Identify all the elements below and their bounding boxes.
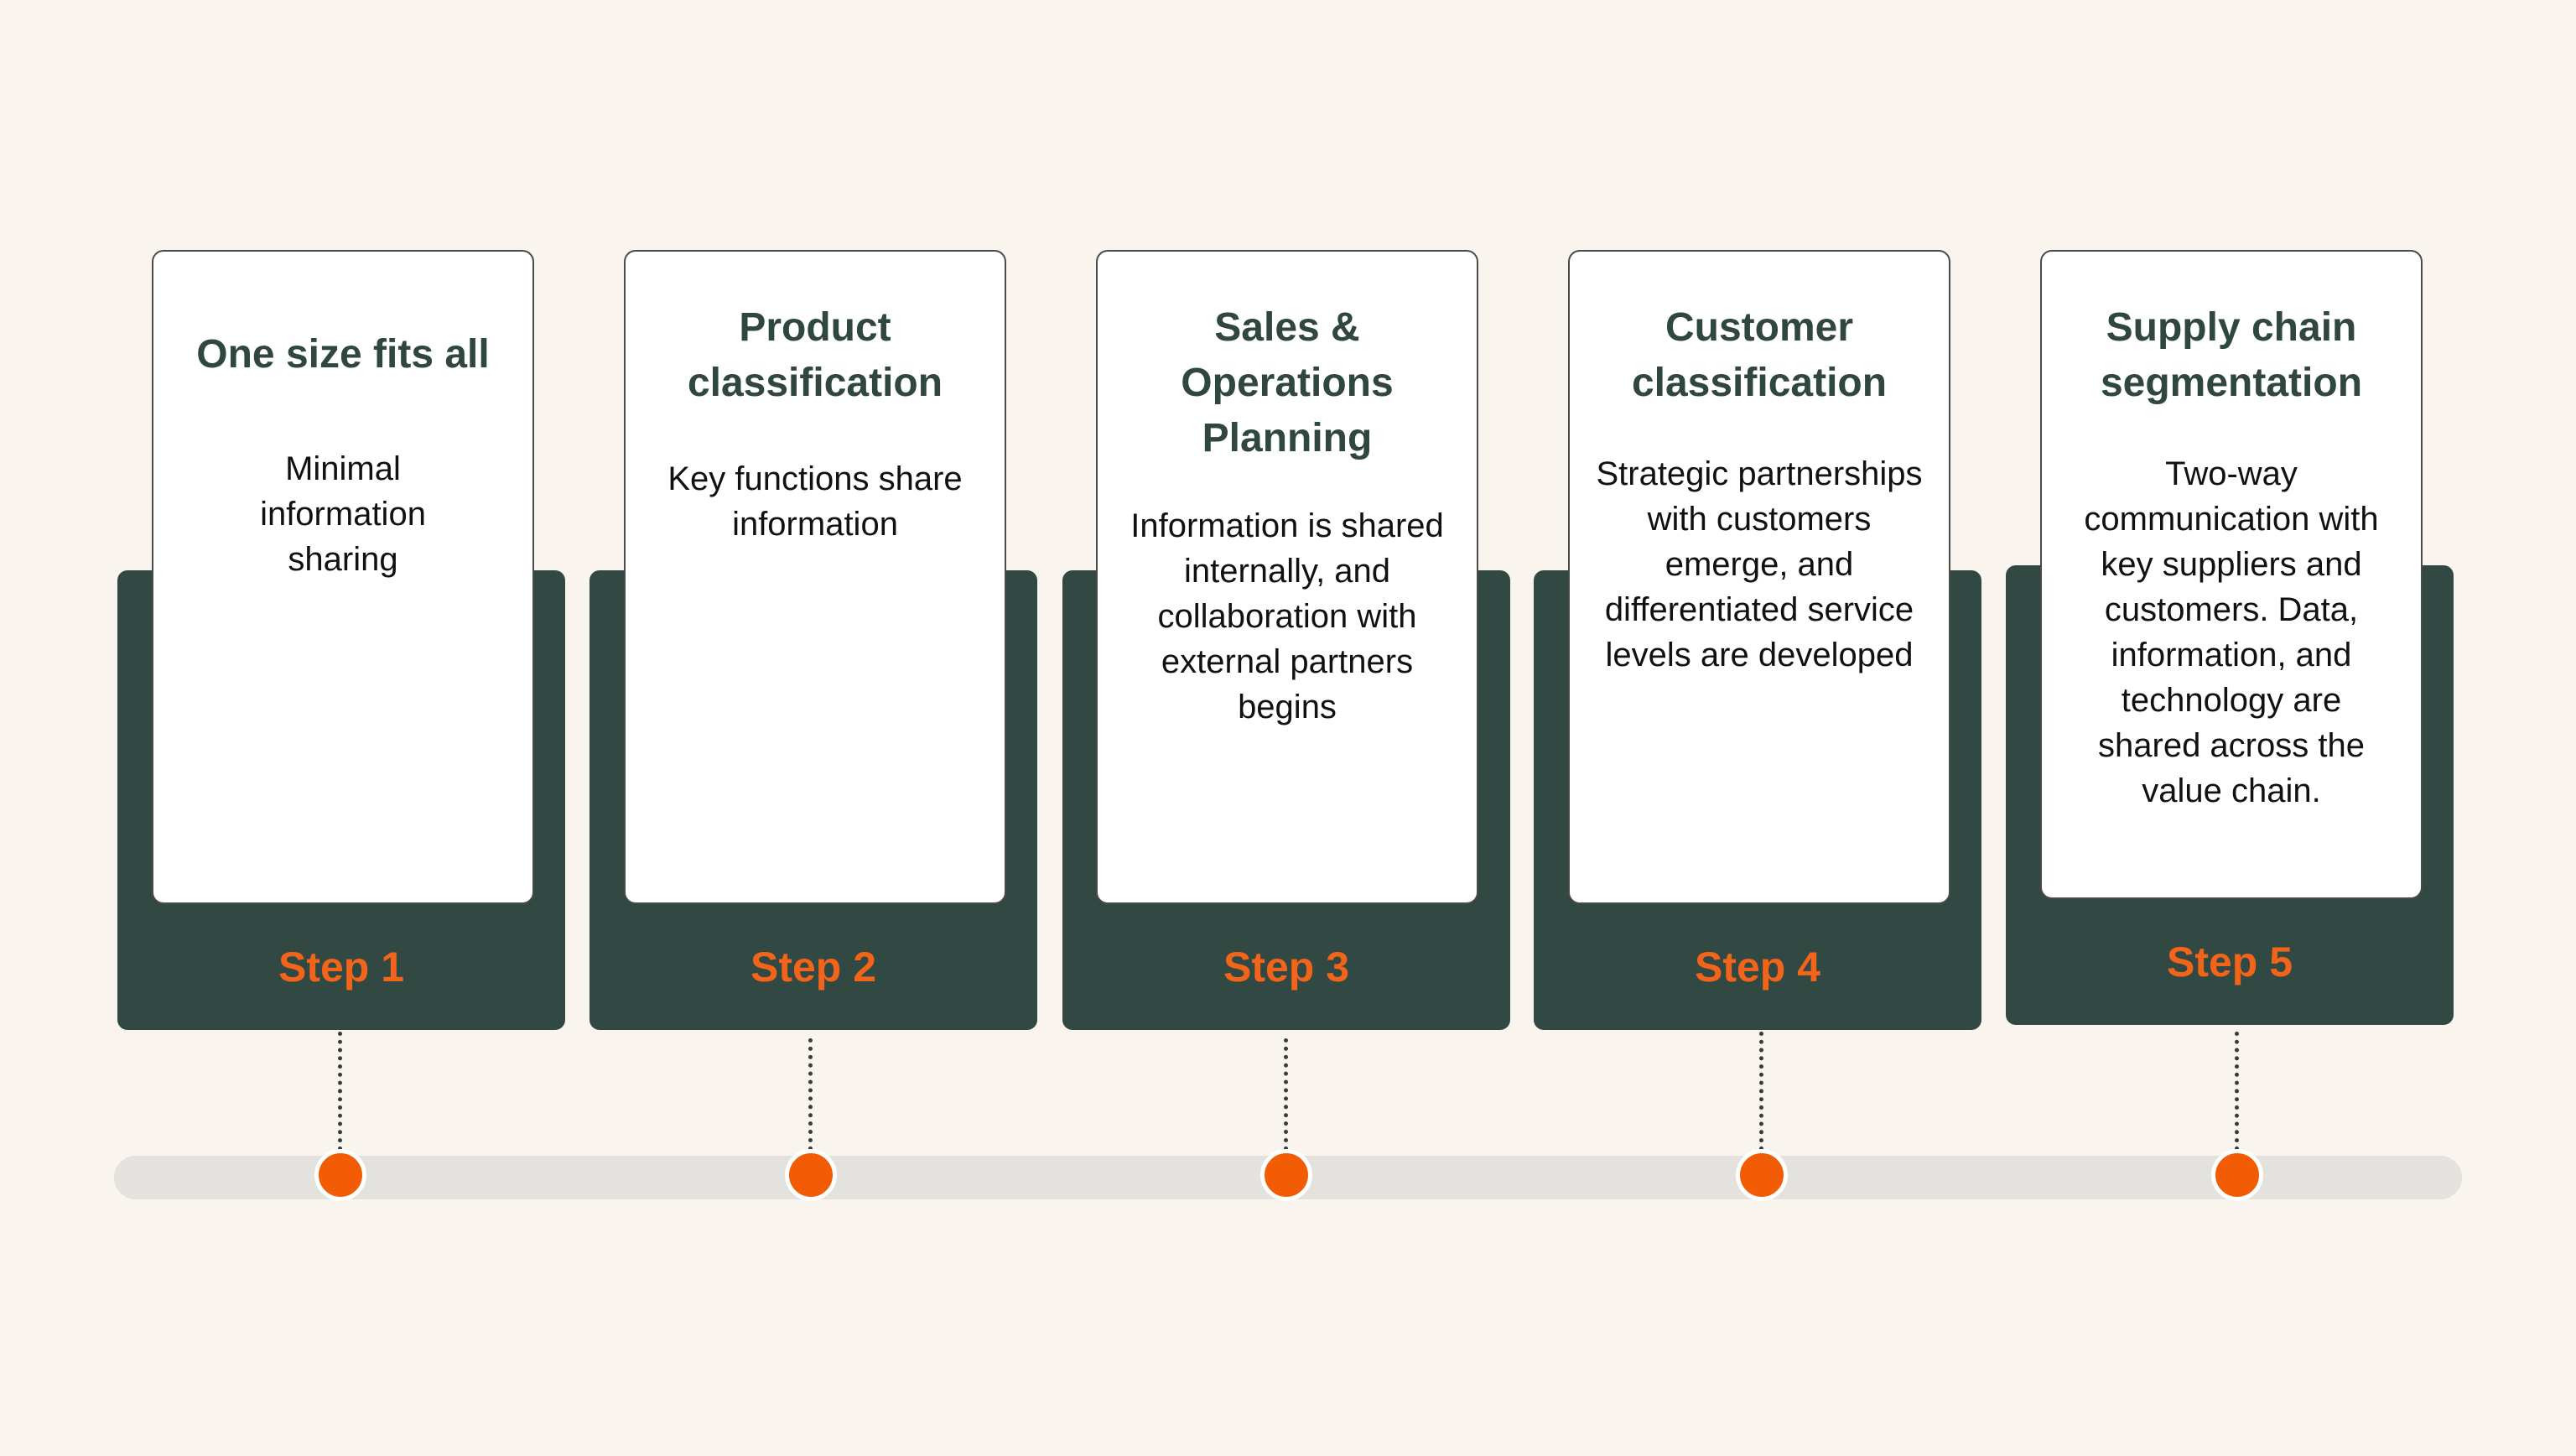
step-card-2: Product classification Key functions sha…: [624, 250, 1006, 904]
step-title-4: Customer classification: [1631, 305, 1888, 405]
timeline-marker-2: [785, 1149, 837, 1201]
timeline-marker-4: [1736, 1149, 1788, 1201]
step-label-3: Step 3: [1223, 944, 1350, 991]
step-description-4: Strategic partnerships with customers em…: [1596, 455, 1923, 673]
step-label-4: Step 4: [1694, 944, 1821, 991]
step-card-3: Sales & Operations Planning Information …: [1096, 250, 1478, 904]
step-title-1: One size fits all: [196, 332, 490, 377]
timeline-marker-3: [1260, 1149, 1312, 1201]
step-label-5: Step 5: [2166, 939, 2293, 985]
timeline-marker-5: [2211, 1149, 2263, 1201]
timeline-connector-2: [808, 1038, 813, 1151]
timeline-connector-5: [2235, 1032, 2239, 1151]
timeline-marker-1: [314, 1149, 366, 1201]
step-title-5: Supply chain segmentation: [2100, 305, 2363, 405]
step-description-2: Key functions share information: [667, 460, 963, 543]
step-description-5: Two-way communication with key suppliers…: [2084, 455, 2379, 809]
step-label-2: Step 2: [750, 944, 877, 991]
timeline-connector-4: [1759, 1032, 1763, 1151]
step-description-1: Minimal information sharing: [260, 450, 426, 578]
step-description-3: Information is shared internally, and co…: [1130, 507, 1444, 725]
timeline-connector-1: [338, 1032, 342, 1151]
step-title-2: Product classification: [687, 305, 943, 405]
step-label-1: Step 1: [278, 944, 405, 991]
timeline-connector-3: [1284, 1038, 1288, 1151]
step-title-3: Sales & Operations Planning: [1181, 305, 1394, 460]
step-card-4: Customer classification Strategic partne…: [1568, 250, 1950, 904]
step-card-1: One size fits all Minimal information sh…: [152, 250, 534, 904]
step-card-5: Supply chain segmentation Two-way commun…: [2040, 250, 2423, 899]
